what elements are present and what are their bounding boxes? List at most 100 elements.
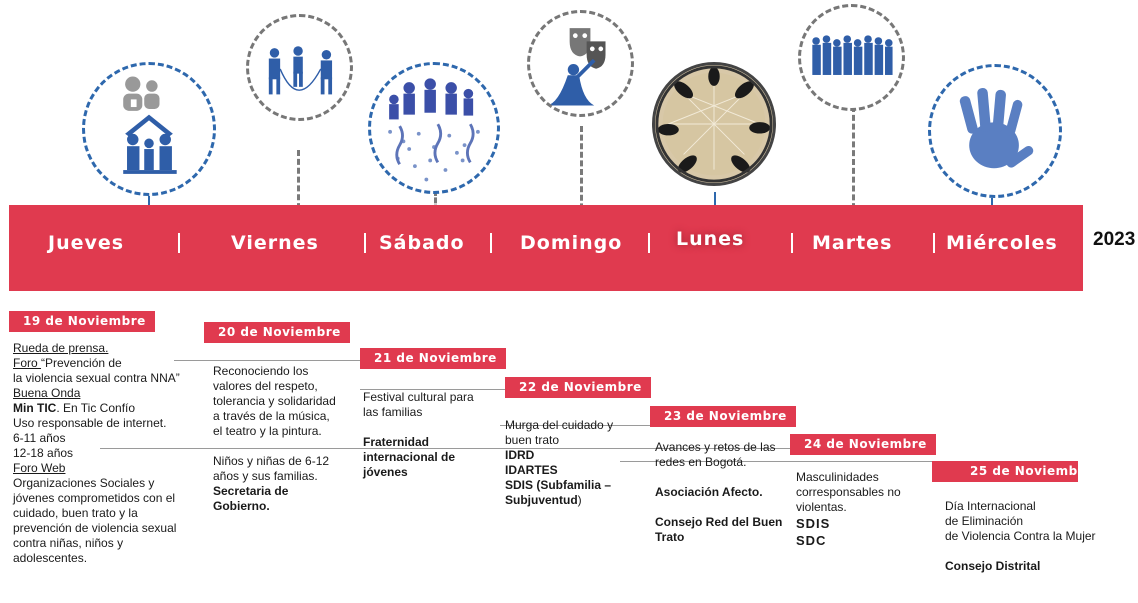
event-line-text: redes en Bogotá. [655,455,747,469]
event-line: corresponsables no [796,485,901,500]
event-line: años y sus familias. [213,469,336,484]
event-line: prevención de violencia sexual [13,521,180,536]
event-line: Avances y retos de las [655,440,782,455]
separator [178,233,180,253]
event-line-text: Organizaciones Sociales y [13,476,155,490]
event-line-text: Foro Web [13,461,66,475]
day-domingo: Domingo [520,232,623,254]
event-line-text: Niños y niñas de 6-12 [213,454,330,468]
event-line-text: Reconociendo los [213,364,309,378]
connector-domingo [580,126,583,218]
event-line [655,500,782,515]
event-line-text: internacional de [363,450,456,464]
handprint-icon-circle [928,64,1062,198]
event-line-rest: . En Tic Confío [56,401,136,415]
date-tag: 19 de Noviembre [9,311,155,332]
event-line-text: prevención de violencia sexual [13,521,177,535]
event-line: Buena Onda [13,386,180,401]
jump-rope-icon [268,46,333,95]
theater-masks-icon [546,28,606,106]
event-line: valores del respeto, [213,379,336,394]
event-line-rest: ) [577,493,582,507]
event-line-text: Rueda de prensa. [13,341,109,355]
date-tag: 25 de Noviembre [932,461,1078,482]
event-line-text: contra niñas, niños y [13,536,124,550]
event-line: a través de la música, [213,409,336,424]
event-line-text: años y sus familias. [213,469,318,483]
event-line: el teatro y la pintura. [213,424,336,439]
event-line: Masculinidades [796,470,901,485]
days-band [9,205,1083,291]
event-line-text: violentas. [796,500,847,514]
carnival-icon-circle [368,62,500,194]
event-line: tolerancia y solidaridad [213,394,336,409]
connector-viernes [297,150,300,218]
event-line: Día Internacional [945,499,1096,514]
guide-line [174,360,360,361]
separator [364,233,366,253]
event-line: adolescentes. [13,551,180,566]
event-line: la violencia sexual contra NNA” [13,371,180,386]
connector-lunes [714,192,716,212]
connector-martes [852,106,855,218]
day-jueves: Jueves [48,232,125,254]
event-line-text: el teatro y la pintura. [213,424,322,438]
event-line: Festival cultural para [363,390,474,405]
event-line-text: a través de la música, [213,409,330,423]
event-line-text: de Eliminación [945,514,1024,528]
event-line [363,420,474,435]
event-line-text: SDIS [796,516,831,531]
day-miercoles: Miércoles [946,232,1058,254]
event-line-rest: “Prevención de [41,356,122,370]
event-line [213,439,336,454]
event-line: Uso responsable de internet. [13,416,180,431]
event-line: Consejo Distrital [945,559,1096,574]
handprint-icon [959,87,1034,169]
crowd-icon [812,35,893,75]
event-line: Secretaria de [213,484,336,499]
event-line-text: tolerancia y solidaridad [213,394,336,408]
event-line-text: 6-11 años [13,431,66,445]
date-tag: 21 de Noviembre [360,348,506,369]
guide-line [500,425,650,426]
event-line: Rueda de prensa. [13,341,180,356]
event-line [655,470,782,485]
event-line-text: Uso responsable de internet. [13,416,167,430]
event-line-text: Día Internacional [945,499,1036,513]
event-line: Gobierno. [213,499,336,514]
event-line-text: jóvenes [363,465,408,479]
event-line: las familias [363,405,474,420]
event-line: Reconociendo los [213,364,336,379]
guide-line [620,461,932,462]
event-line-text: IDRD [505,448,535,462]
separator [791,233,793,253]
guide-line [100,448,796,449]
event-line-text: Consejo Distrital [945,559,1041,573]
event-line-text: Masculinidades [796,470,879,484]
event-line: violentas. [796,500,901,515]
date-tag: 24 de Noviembre [790,434,936,455]
event-line: SDC [796,532,901,549]
date-tag: 22 de Noviembre [505,377,651,398]
guide-line [360,389,506,390]
event-line-text: Trato [655,530,685,544]
date-tag: 23 de Noviembre [650,406,796,427]
event-line-text: 12-18 años [13,446,74,460]
event-line: cuidado, buen trato y la [13,506,180,521]
event-line: redes en Bogotá. [655,455,782,470]
event-line-text: Secretaria de [213,484,289,498]
event-line: Trato [655,530,782,545]
event-line-text: jóvenes comprometidos con el [13,491,176,505]
event-line-text: cuidado, buen trato y la [13,506,138,520]
event-line-text: valores del respeto, [213,379,318,393]
event-line: Niños y niñas de 6-12 [213,454,336,469]
event-line: SDIS (Subfamilia – [505,478,613,493]
day-martes: Martes [812,232,893,254]
event-line-text: Festival cultural para [363,390,474,404]
event-line-text: las familias [363,405,423,419]
